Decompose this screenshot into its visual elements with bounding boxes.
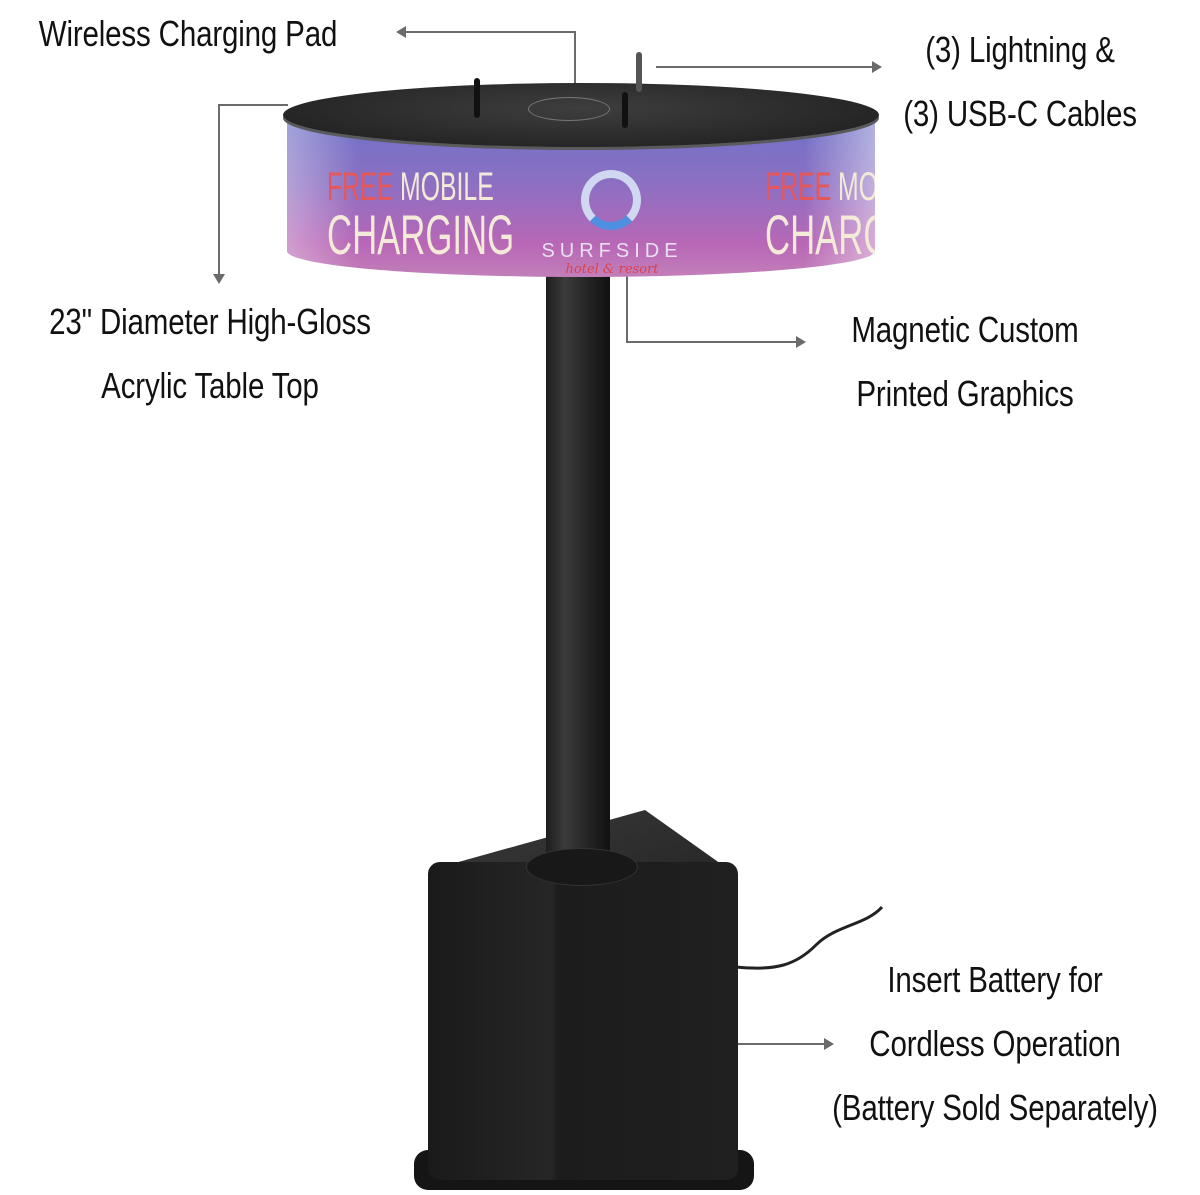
band-line1: MOBILE — [838, 165, 875, 209]
table-pole — [546, 275, 610, 865]
callout-graphics: Magnetic Custom Printed Graphics — [830, 298, 1101, 426]
power-cord — [736, 905, 884, 970]
base-cabinet — [428, 862, 738, 1180]
band-text-left: FREE MOBILE CHARGING — [327, 167, 514, 263]
free-highlight: FREE — [765, 165, 832, 209]
callout-table-top: 23" Diameter High-Gloss Acrylic Table To… — [30, 290, 391, 418]
callout-line: Magnetic Custom — [851, 309, 1079, 350]
palm-logo-icon — [581, 170, 641, 230]
arrow-right-icon — [824, 1038, 834, 1050]
cable-left-icon — [474, 78, 480, 118]
callout-cables: (3) Lightning & (3) USB-C Cables — [889, 18, 1151, 146]
callout-line: Printed Graphics — [856, 373, 1074, 414]
callout-line: 23" Diameter High-Gloss — [49, 301, 371, 342]
cable-right-icon — [636, 52, 642, 92]
acrylic-table-top — [283, 83, 879, 147]
callout-line: Acrylic Table Top — [101, 365, 319, 406]
pole-flange — [526, 848, 638, 886]
callout-line: Wireless Charging Pad — [38, 13, 338, 54]
free-highlight: FREE — [327, 165, 394, 209]
callout-line: (Battery Sold Separately) — [832, 1087, 1158, 1128]
callout-battery: Insert Battery for Cordless Operation (B… — [811, 948, 1180, 1140]
logo-name: SURFSIDE — [541, 240, 683, 262]
callout-line: (3) Lightning & — [925, 29, 1115, 70]
cable-center-icon — [622, 92, 628, 128]
arrow-right-icon — [872, 61, 882, 73]
callout-line: (3) USB-C Cables — [903, 93, 1137, 134]
arrow-right-icon — [796, 336, 806, 348]
wireless-pad-icon — [528, 97, 610, 121]
arrow-left-icon — [396, 26, 406, 38]
band-line2: CHARGING — [327, 203, 515, 266]
band-line1: MOBILE — [393, 165, 494, 209]
band-line2: CHARGING — [765, 203, 875, 266]
arrow-down-icon — [213, 274, 225, 284]
callout-wireless-pad: Wireless Charging Pad — [32, 2, 344, 66]
band-text-right: FREE MOBILE CHARGING — [765, 167, 875, 263]
callout-line: Cordless Operation — [869, 1023, 1121, 1064]
callout-line: Insert Battery for — [887, 959, 1103, 1000]
logo-subtitle: hotel & resort — [565, 262, 659, 277]
